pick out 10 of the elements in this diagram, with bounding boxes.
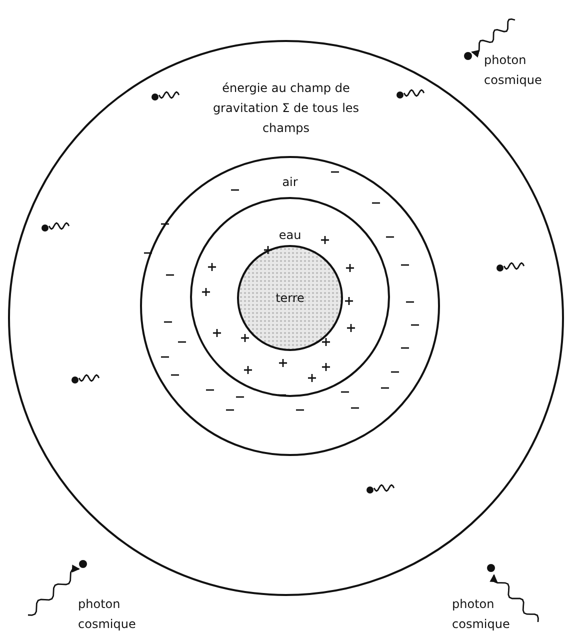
air-circle (140, 156, 440, 456)
photon-label: photon cosmique (452, 596, 511, 633)
water-circle (190, 197, 390, 397)
region-label: air (281, 174, 299, 191)
photon-label: photon cosmique (78, 596, 137, 633)
region-label: énergie au champ de gravitation Σ de tous les champs (212, 80, 360, 137)
region-label: terre (274, 290, 306, 307)
outer-circle (8, 40, 564, 596)
photon-label: photon cosmique (484, 52, 543, 89)
region-label: eau (278, 227, 302, 244)
